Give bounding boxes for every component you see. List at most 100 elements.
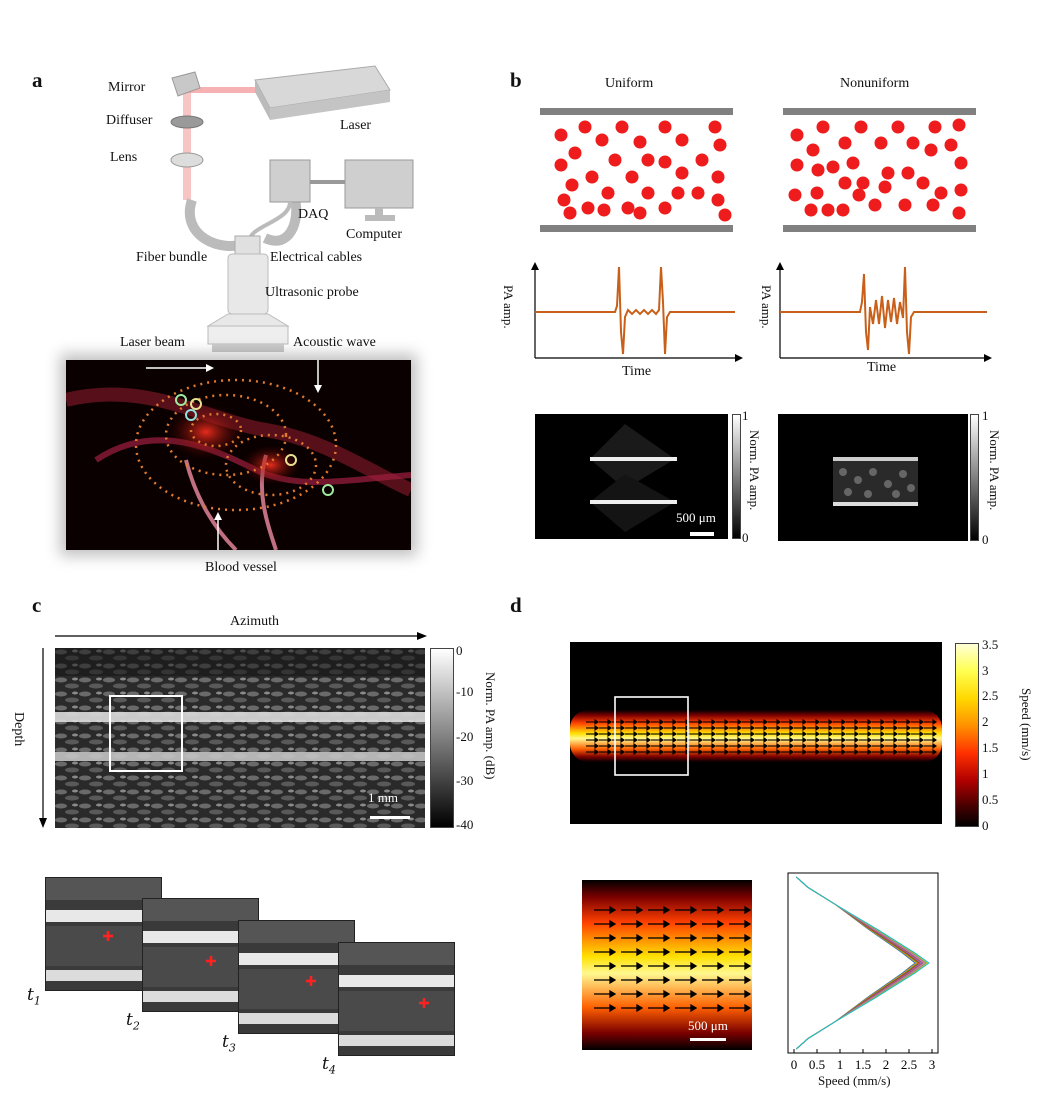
velocity-arrowhead xyxy=(815,748,820,756)
velocity-arrowhead xyxy=(737,724,742,732)
velocity-arrowhead xyxy=(906,742,911,750)
velocity-arrowhead xyxy=(711,742,716,750)
velocity-arrowhead xyxy=(659,730,664,738)
velocity-arrowhead xyxy=(633,730,638,738)
uniform-signal-line xyxy=(535,266,735,355)
profile-series-line xyxy=(795,876,918,1050)
velocity-arrowhead xyxy=(737,736,742,744)
velocity-arrowhead xyxy=(717,947,725,957)
velocity-arrowhead xyxy=(737,718,742,726)
velocity-arrowhead xyxy=(893,730,898,738)
velocity-arrowhead xyxy=(636,919,644,929)
imaging-setup-diagram xyxy=(170,65,414,352)
velocity-arrowhead xyxy=(854,742,859,750)
profile-series-line xyxy=(795,876,922,1050)
azimuth-arrow xyxy=(55,632,427,640)
velocity-arrowhead xyxy=(880,736,885,744)
velocity-arrowhead xyxy=(744,975,752,985)
velocity-arrowhead xyxy=(711,748,716,756)
velocity-arrowhead xyxy=(724,730,729,738)
velocity-arrowhead xyxy=(636,989,644,999)
label-laser-beam: Laser beam xyxy=(120,335,185,350)
diffuser-shape xyxy=(170,115,204,129)
velocity-arrowhead xyxy=(646,742,651,750)
uniform-cb-top: 1 xyxy=(742,408,749,423)
velocity-arrowhead xyxy=(744,905,752,915)
velocity-arrowhead xyxy=(893,724,898,732)
velocity-arrowhead xyxy=(802,730,807,738)
velocity-arrowhead xyxy=(620,748,625,756)
velocity-arrowhead xyxy=(841,748,846,756)
uniform-colorbar xyxy=(732,414,741,539)
uniform-ylabel: PA amp. xyxy=(501,285,516,329)
velocity-arrowhead xyxy=(854,736,859,744)
velocity-arrowhead xyxy=(763,742,768,750)
velocity-arrowhead xyxy=(815,724,820,732)
d-scale-label: 500 μm xyxy=(688,1018,728,1033)
velocity-arrowhead xyxy=(672,748,677,756)
velocity-arrowhead xyxy=(880,730,885,738)
label-fiber-bundle: Fiber bundle xyxy=(136,250,208,265)
d-roi-box xyxy=(614,696,689,776)
velocity-arrowhead xyxy=(672,718,677,726)
velocity-arrowhead xyxy=(841,724,846,732)
velocity-arrowhead xyxy=(789,748,794,756)
d-cb-tick-4: 1.5 xyxy=(982,740,999,755)
velocity-arrowhead xyxy=(620,742,625,750)
velocity-arrowhead xyxy=(841,736,846,744)
velocity-arrowhead xyxy=(893,718,898,726)
velocity-arrowhead xyxy=(867,736,872,744)
velocity-arrowhead xyxy=(663,905,671,915)
velocity-arrowhead xyxy=(672,730,677,738)
velocity-arrowhead xyxy=(737,730,742,738)
velocity-arrowhead xyxy=(698,730,703,738)
velocity-arrowhead xyxy=(932,730,937,738)
velocity-arrowhead xyxy=(815,742,820,750)
velocity-arrowhead xyxy=(802,736,807,744)
velocity-arrowhead xyxy=(763,736,768,744)
velocity-arrowhead xyxy=(633,718,638,726)
velocity-arrowhead xyxy=(841,718,846,726)
velocity-arrowhead xyxy=(763,724,768,732)
uniform-scale-label: 500 μm xyxy=(676,510,716,525)
d-cb-tick-7: 0 xyxy=(982,818,989,833)
velocity-arrowhead xyxy=(744,947,752,957)
velocity-arrowhead xyxy=(724,736,729,744)
velocity-arrowhead xyxy=(609,905,617,915)
d-cb-tick-3: 2 xyxy=(982,714,989,729)
velocity-arrowhead xyxy=(802,748,807,756)
profile-series-line xyxy=(795,876,924,1050)
velocity-arrowhead xyxy=(789,730,794,738)
velocity-arrowhead xyxy=(698,736,703,744)
velocity-arrowhead xyxy=(815,730,820,738)
d-cb-tick-2: 2.5 xyxy=(982,688,999,703)
velocity-arrowhead xyxy=(663,961,671,971)
velocity-arrowhead xyxy=(690,933,698,943)
label-laser: Laser xyxy=(340,118,372,133)
profile-xtick-label: 1 xyxy=(837,1057,844,1072)
velocity-arrowhead xyxy=(737,748,742,756)
velocity-arrowhead xyxy=(906,736,911,744)
velocity-arrowhead xyxy=(620,736,625,744)
velocity-arrowhead xyxy=(663,919,671,929)
velocity-arrowhead xyxy=(690,989,698,999)
depth-arrow xyxy=(39,648,47,828)
label-lens: Lens xyxy=(110,150,138,165)
d-cb-label: Speed (mm/s) xyxy=(1019,688,1034,761)
frame-label-t1: t1 xyxy=(27,985,41,1008)
velocity-arrowhead xyxy=(724,718,729,726)
velocity-arrowhead xyxy=(776,742,781,750)
nonuniform-cb-bottom: 0 xyxy=(982,532,989,547)
velocity-arrowhead xyxy=(646,730,651,738)
velocity-arrowhead xyxy=(690,961,698,971)
velocity-arrowhead xyxy=(633,724,638,732)
computer-monitor xyxy=(344,159,414,209)
velocity-arrowhead xyxy=(594,748,599,756)
profile-series-line xyxy=(795,876,921,1050)
velocity-arrowhead xyxy=(919,748,924,756)
zoomed-speed-map xyxy=(582,880,752,1050)
nonuniform-pa-signal-plot xyxy=(776,262,992,362)
velocity-arrowhead xyxy=(828,724,833,732)
velocity-arrowhead xyxy=(646,718,651,726)
